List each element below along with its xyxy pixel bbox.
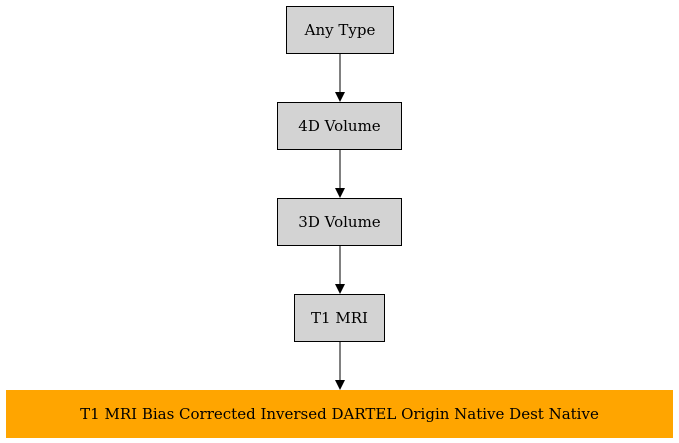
node-4d-volume[interactable]: 4D Volume	[277, 102, 402, 150]
node-3d-volume[interactable]: 3D Volume	[277, 198, 402, 246]
node-3d-volume-label: 3D Volume	[298, 213, 381, 231]
node-any-type[interactable]: Any Type	[286, 6, 394, 54]
node-any-type-label: Any Type	[304, 21, 376, 39]
node-t1-mri-label: T1 MRI	[311, 309, 368, 327]
node-t1-mri-bias-corrected[interactable]: T1 MRI Bias Corrected Inversed DARTEL Or…	[6, 390, 673, 438]
node-t1-mri[interactable]: T1 MRI	[294, 294, 385, 342]
node-4d-volume-label: 4D Volume	[298, 117, 381, 135]
node-t1-mri-bias-corrected-label: T1 MRI Bias Corrected Inversed DARTEL Or…	[80, 405, 599, 423]
